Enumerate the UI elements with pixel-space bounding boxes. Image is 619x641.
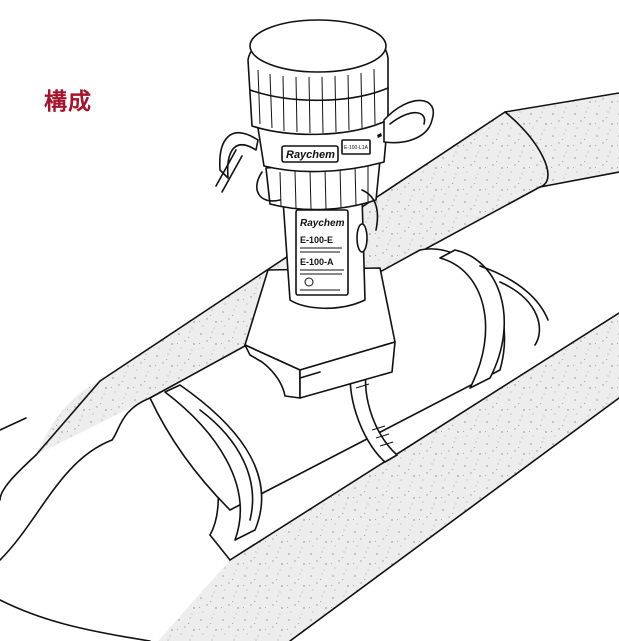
model-bottom-label: E-100-A xyxy=(300,257,334,267)
cap-assembly: Raychem E-100-L1A xyxy=(215,19,435,231)
page-heading: 構成 xyxy=(44,89,92,115)
hose-clamp xyxy=(349,361,398,463)
cap-brand-label: Raychem xyxy=(286,149,335,161)
model-top-label: E-100-E xyxy=(300,235,333,245)
cap-model-label: E-100-L1A xyxy=(344,145,369,151)
cap-tab-mark xyxy=(377,133,382,138)
brand-label: Raychem xyxy=(300,218,345,229)
